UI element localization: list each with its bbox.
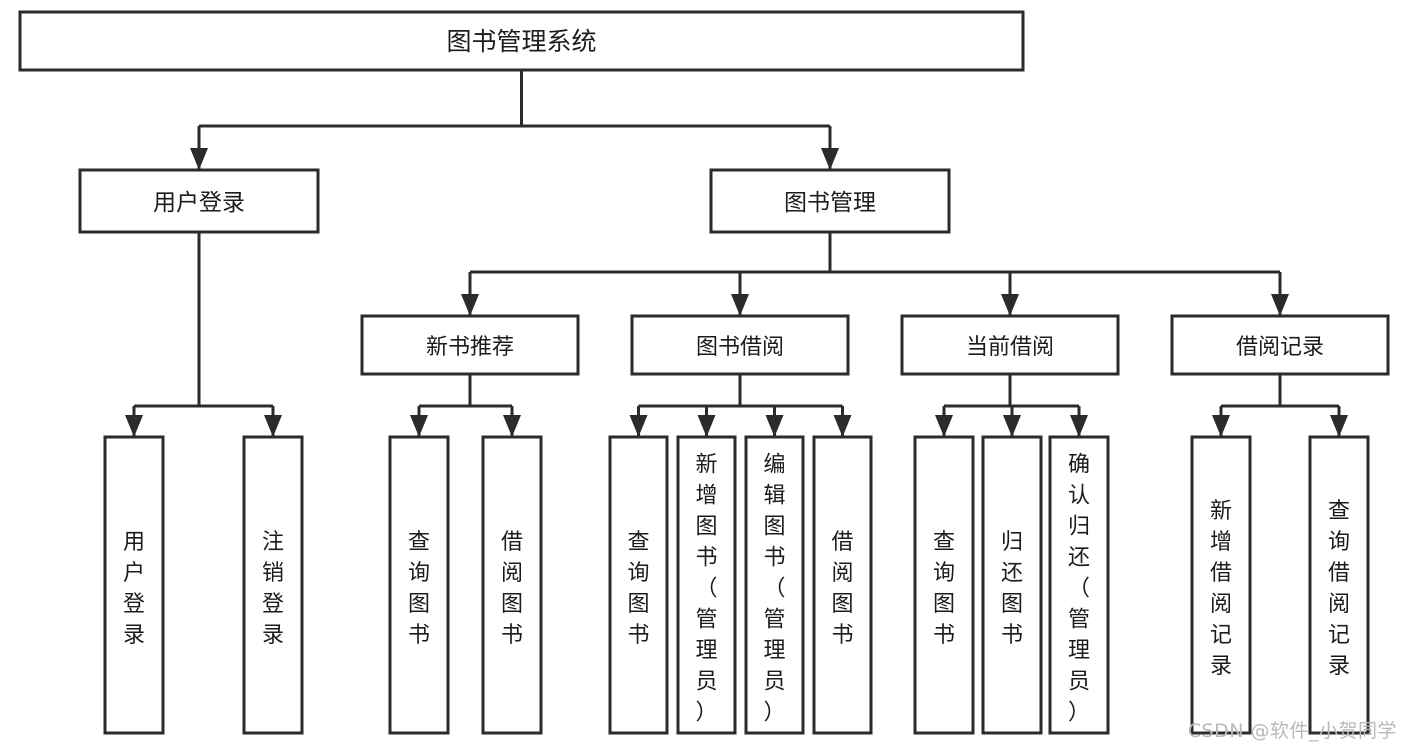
node-label-borrow-record: 借阅记录 bbox=[1236, 335, 1324, 360]
node-label-root: 图书管理系统 bbox=[446, 27, 596, 56]
arrow-head-br-add bbox=[1212, 415, 1230, 437]
node-box-user-login bbox=[78, 168, 320, 234]
node-label-bb-borrow: 借阅图书 bbox=[831, 530, 853, 648]
node-label-current-borrow: 当前借阅 bbox=[966, 335, 1054, 360]
node-user-login[interactable]: 用户登录 bbox=[78, 168, 320, 234]
node-br-query[interactable]: 查询借阅记录 bbox=[1308, 435, 1370, 735]
node-box-bb-query bbox=[608, 435, 669, 735]
arrow-head-nbr-borrow bbox=[503, 415, 521, 437]
node-bb-edit[interactable]: 编辑图书（管理员） bbox=[744, 435, 805, 735]
node-bb-add[interactable]: 新增图书（管理员） bbox=[676, 435, 737, 735]
node-leaf-user-login[interactable]: 用户登录 bbox=[103, 435, 165, 735]
arrow-head-book-borrow bbox=[731, 294, 749, 316]
node-label-cb-confirm: 确认归还（管理员） bbox=[1068, 453, 1090, 726]
node-br-add[interactable]: 新增借阅记录 bbox=[1190, 435, 1252, 735]
arrow-head-borrow-record bbox=[1271, 294, 1289, 316]
node-borrow-record[interactable]: 借阅记录 bbox=[1170, 314, 1390, 376]
node-box-nbr-borrow bbox=[481, 435, 543, 735]
node-book-borrow[interactable]: 图书借阅 bbox=[630, 314, 850, 376]
node-box-br-add bbox=[1190, 435, 1252, 735]
connector-layer bbox=[125, 70, 1348, 437]
arrow-head-br-query bbox=[1330, 415, 1348, 437]
node-box-cb-confirm bbox=[1048, 435, 1110, 735]
node-box-cb-return bbox=[981, 435, 1043, 735]
node-current-borrow[interactable]: 当前借阅 bbox=[900, 314, 1120, 376]
node-nbr-borrow[interactable]: 借阅图书 bbox=[481, 435, 543, 735]
node-label-bb-edit: 编辑图书（管理员） bbox=[763, 453, 785, 726]
node-box-nbr-query bbox=[388, 435, 450, 735]
node-label-book-manage: 图书管理 bbox=[784, 190, 876, 216]
node-new-book-rec[interactable]: 新书推荐 bbox=[360, 314, 580, 376]
arrow-head-bb-edit bbox=[765, 415, 784, 437]
node-nbr-query[interactable]: 查询图书 bbox=[388, 435, 450, 735]
node-box-cb-query bbox=[913, 435, 975, 735]
node-cb-confirm[interactable]: 确认归还（管理员） bbox=[1048, 435, 1110, 735]
node-label-bb-add: 新增图书（管理员） bbox=[695, 453, 717, 726]
node-cb-query[interactable]: 查询图书 bbox=[913, 435, 975, 735]
arrow-head-leaf-user-login bbox=[125, 415, 143, 437]
arrow-head-cb-query bbox=[935, 415, 953, 437]
arrow-head-user-login bbox=[190, 148, 208, 170]
node-box-root bbox=[18, 10, 1025, 72]
node-label-cb-return: 归还图书 bbox=[1001, 530, 1023, 648]
node-box-bb-borrow bbox=[812, 435, 873, 735]
node-label-bb-query: 查询图书 bbox=[627, 530, 649, 648]
node-layer: 图书管理系统用户登录图书管理新书推荐图书借阅当前借阅借阅记录用户登录注销登录查询… bbox=[18, 10, 1390, 735]
node-box-bb-edit bbox=[744, 435, 805, 735]
arrow-head-book-manage bbox=[821, 148, 839, 170]
node-label-cb-query: 查询图书 bbox=[933, 530, 955, 648]
node-box-leaf-user-logout bbox=[242, 435, 304, 735]
node-box-book-manage bbox=[709, 168, 951, 234]
node-box-book-borrow bbox=[630, 314, 850, 376]
arrow-head-nbr-query bbox=[410, 415, 428, 437]
node-label-nbr-query: 查询图书 bbox=[408, 530, 430, 648]
node-box-new-book-rec bbox=[360, 314, 580, 376]
node-label-user-login: 用户登录 bbox=[153, 190, 245, 216]
arrow-head-new-book-rec bbox=[461, 294, 479, 316]
arrow-head-cb-return bbox=[1003, 415, 1021, 437]
node-box-leaf-user-login bbox=[103, 435, 165, 735]
node-label-book-borrow: 图书借阅 bbox=[696, 335, 784, 360]
node-bb-query[interactable]: 查询图书 bbox=[608, 435, 669, 735]
node-label-br-query: 查询借阅记录 bbox=[1328, 499, 1350, 679]
node-label-leaf-user-logout: 注销登录 bbox=[262, 530, 284, 648]
node-label-nbr-borrow: 借阅图书 bbox=[501, 530, 523, 648]
node-cb-return[interactable]: 归还图书 bbox=[981, 435, 1043, 735]
node-root[interactable]: 图书管理系统 bbox=[18, 10, 1025, 72]
arrow-head-current-borrow bbox=[1001, 294, 1019, 316]
node-bb-borrow[interactable]: 借阅图书 bbox=[812, 435, 873, 735]
arrow-head-bb-add bbox=[697, 415, 716, 437]
node-box-current-borrow bbox=[900, 314, 1120, 376]
node-box-bb-add bbox=[676, 435, 737, 735]
node-leaf-user-logout[interactable]: 注销登录 bbox=[242, 435, 304, 735]
node-label-new-book-rec: 新书推荐 bbox=[426, 335, 514, 360]
node-label-br-add: 新增借阅记录 bbox=[1210, 499, 1232, 679]
arrow-head-bb-query bbox=[629, 415, 648, 437]
arrow-head-bb-borrow bbox=[833, 415, 852, 437]
node-book-manage[interactable]: 图书管理 bbox=[709, 168, 951, 234]
arrow-head-leaf-user-logout bbox=[264, 415, 282, 437]
node-box-br-query bbox=[1308, 435, 1370, 735]
node-label-leaf-user-login: 用户登录 bbox=[123, 530, 145, 648]
arrow-head-cb-confirm bbox=[1070, 415, 1088, 437]
node-box-borrow-record bbox=[1170, 314, 1390, 376]
